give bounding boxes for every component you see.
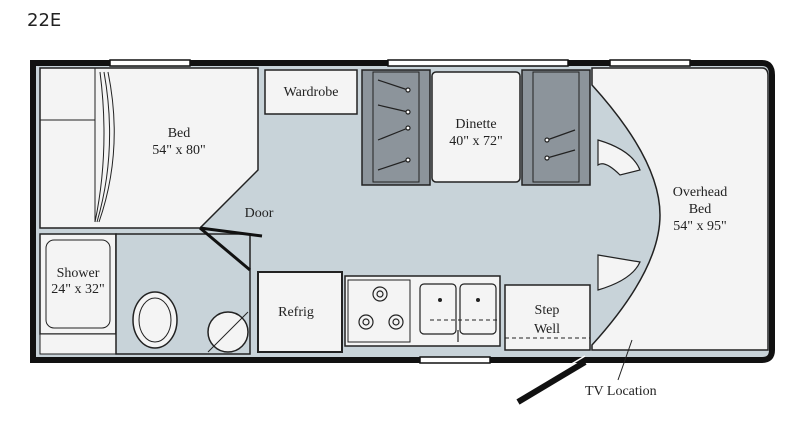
dinette-seat-left (361, 69, 431, 186)
seat-belts (377, 79, 576, 171)
toilet (132, 291, 178, 349)
wardrobe-label: Wardrobe (284, 85, 339, 100)
overhead-bed (591, 67, 769, 351)
kitchen-sink-left (419, 283, 457, 335)
step-well (504, 284, 591, 351)
dinette-table (431, 71, 521, 183)
refrigerator (257, 271, 343, 353)
refrig-label: Refrig (278, 305, 314, 320)
exterior-door (516, 359, 587, 405)
door-label: Door (245, 206, 274, 221)
dinette-size: 40" x 72" (449, 134, 502, 149)
entry-door (199, 226, 263, 238)
kitchen-sink-right (459, 283, 497, 335)
windows (109, 59, 691, 364)
cab-seat-bottom (597, 254, 641, 291)
tv-leader (617, 339, 633, 381)
dinette-label: Dinette (455, 117, 496, 132)
dinette-seat-right (521, 69, 591, 186)
bath-door (199, 226, 251, 272)
shower-label: Shower (57, 266, 100, 281)
shower-size: 24" x 32" (51, 282, 104, 297)
bed-label: Bed (168, 126, 191, 141)
overhead-bed-label-2: Bed (689, 202, 712, 217)
tv-location-label: TV Location (585, 384, 657, 399)
burners (358, 286, 404, 330)
overhead-bed-size: 54" x 95" (673, 219, 726, 234)
model-label: 22E (27, 10, 62, 31)
well-label: Well (534, 322, 560, 337)
cab-seat-top (597, 139, 641, 176)
wardrobe (264, 69, 358, 115)
overhead-bed-label-1: Overhead (673, 185, 727, 200)
step-label: Step (535, 303, 560, 318)
bed-size: 54" x 80" (152, 143, 205, 158)
exterior-walls (30, 60, 775, 363)
bed-fold (94, 71, 105, 223)
